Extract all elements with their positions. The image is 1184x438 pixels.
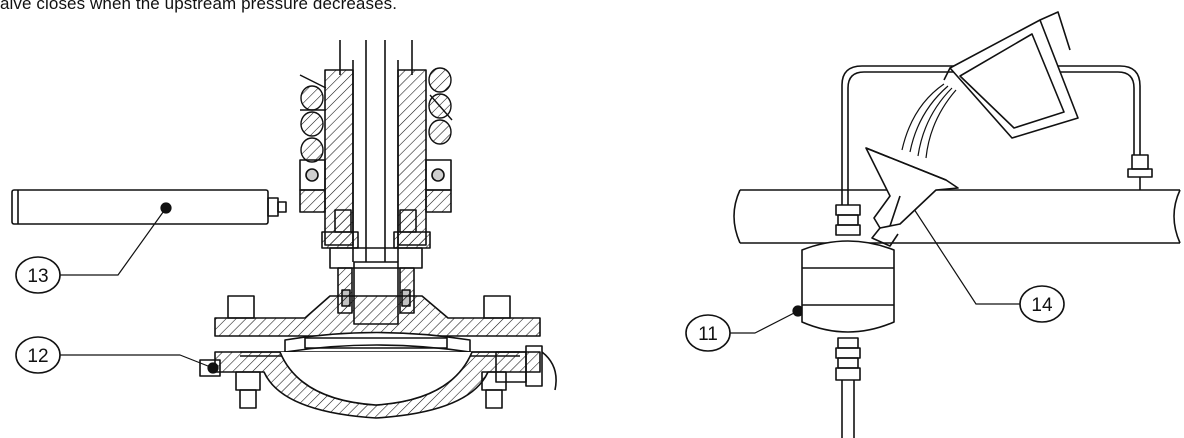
callout-14	[1019, 285, 1065, 323]
callout-11	[685, 314, 731, 352]
callout-13	[15, 256, 61, 294]
caption-text: alve closes when the upstream pressure d…	[0, 0, 398, 13]
callout-12-label: 12	[27, 346, 48, 367]
oil-fill-drawing	[733, 11, 1181, 438]
valve-actuator-drawing	[11, 40, 557, 419]
callout-14-label: 14	[1031, 295, 1053, 316]
callout-11-label: 11	[698, 324, 718, 345]
callout-12	[15, 336, 61, 374]
callout-13-label: 13	[27, 266, 48, 287]
